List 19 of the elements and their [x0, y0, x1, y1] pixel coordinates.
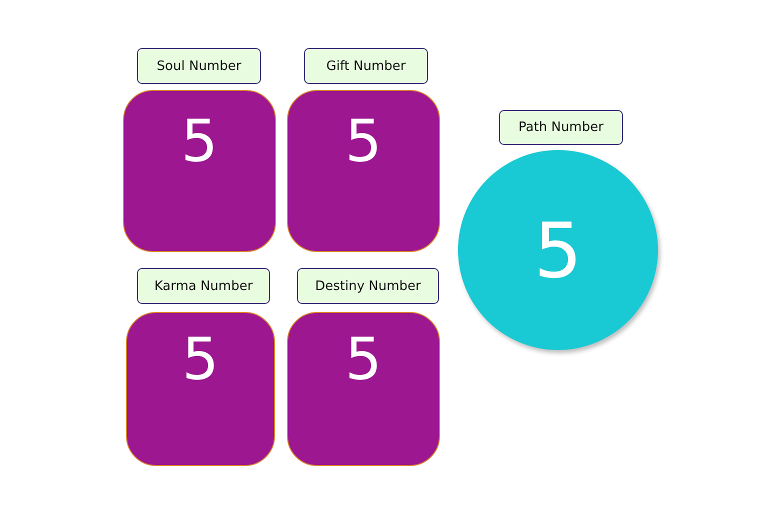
- number-text: 5: [182, 325, 219, 393]
- number-text: 5: [534, 206, 582, 294]
- number-text: 5: [181, 107, 218, 175]
- label-text: Path Number: [518, 120, 604, 135]
- label-box: [137, 268, 270, 304]
- label-text: Gift Number: [326, 58, 406, 74]
- number-text: 5: [345, 107, 382, 175]
- label-text: Destiny Number: [315, 278, 421, 294]
- label-box: [499, 110, 623, 145]
- number-tile: [287, 312, 440, 466]
- number-tile: [123, 90, 276, 252]
- number-tile: [287, 90, 440, 252]
- number-tile: [126, 312, 275, 466]
- label-box: [137, 48, 261, 84]
- label-text: Soul Number: [156, 58, 242, 74]
- label-box: [304, 48, 428, 84]
- label-text: Karma Number: [154, 278, 253, 294]
- number-text: 5: [345, 325, 382, 393]
- label-box: [297, 268, 439, 304]
